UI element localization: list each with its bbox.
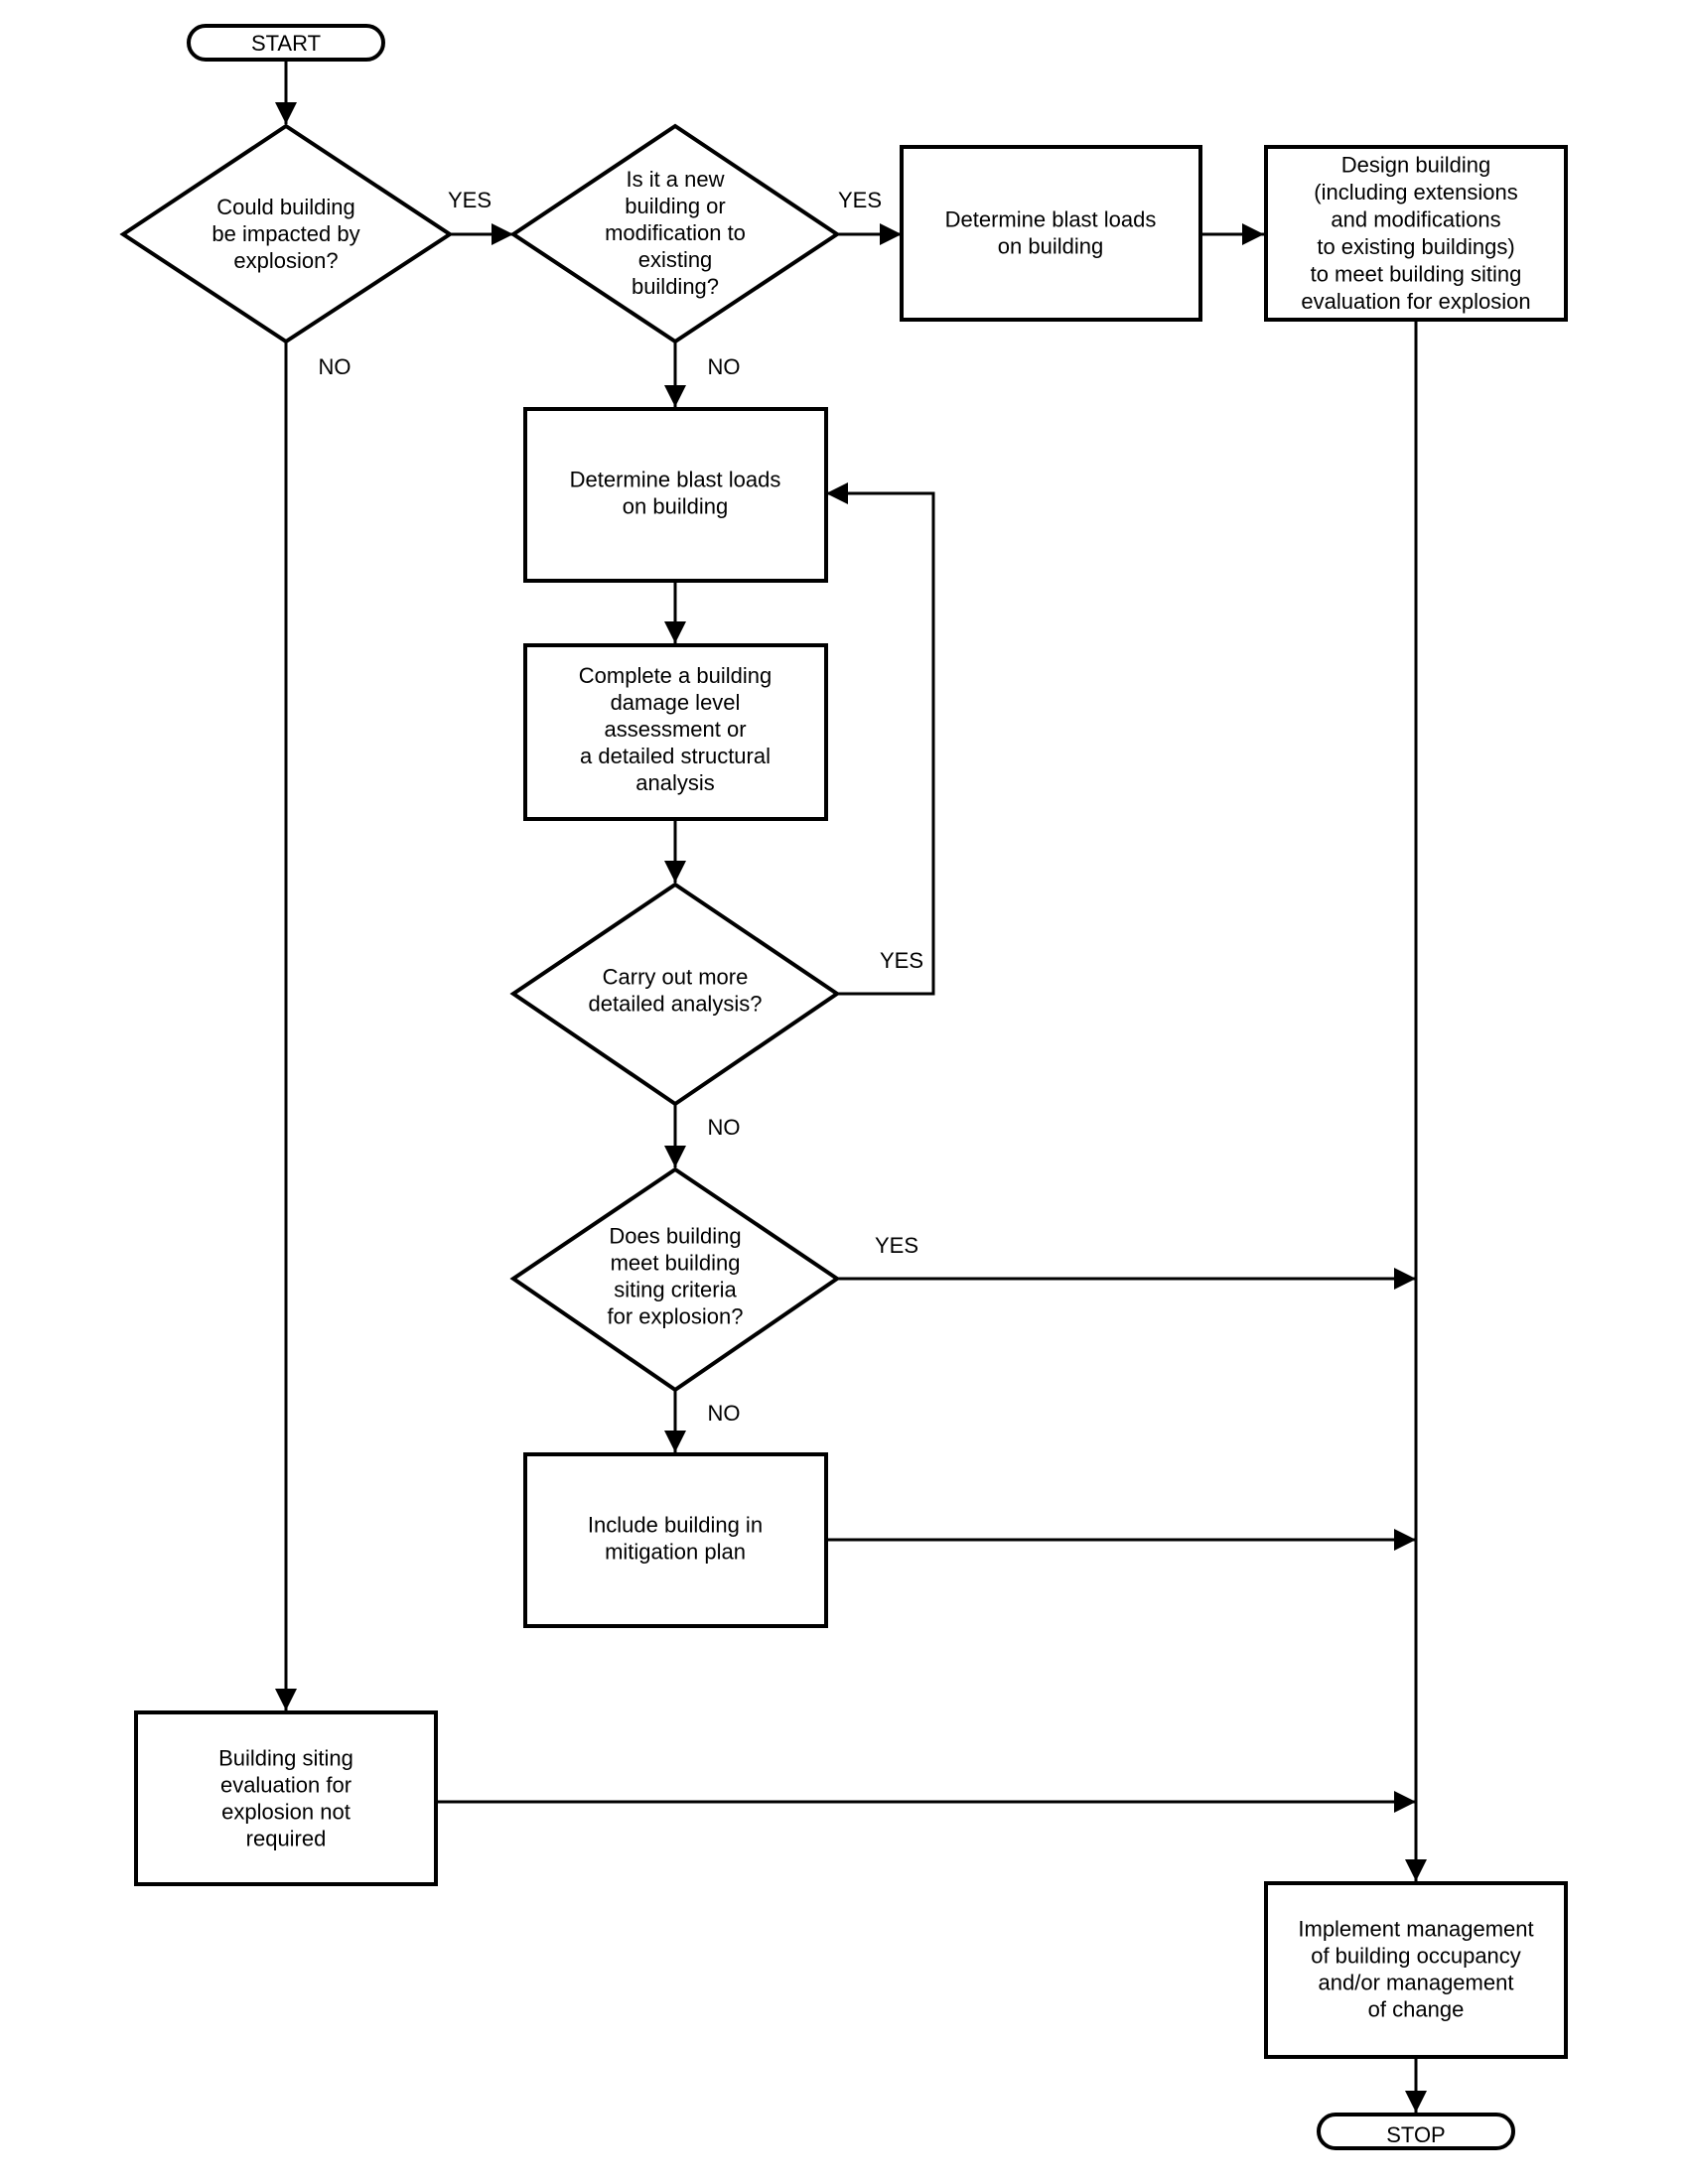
node-text-line: (including extensions (1314, 180, 1517, 205)
connectors (275, 60, 1427, 2113)
node-text-line: explosion not (221, 1800, 351, 1825)
node-text-line: on building (998, 234, 1103, 259)
node-text-line: modification to (605, 220, 746, 245)
node-text-line: Include building in (588, 1513, 763, 1538)
start-terminator (187, 24, 385, 62)
node-text-line: explosion? (233, 248, 338, 273)
node-text-line: Complete a building (579, 663, 772, 688)
node-text-line: damage level (611, 690, 741, 715)
node-text-line: of change (1368, 1997, 1465, 2022)
node-text-line: evaluation for explosion (1301, 289, 1530, 314)
stop-terminator (1317, 2113, 1515, 2150)
node-text-line: and modifications (1331, 206, 1500, 231)
decision-new-or-modification (509, 123, 841, 344)
node-text-line: START (251, 31, 321, 56)
node-text-line: of building occupancy (1311, 1944, 1521, 1969)
node-text-line: existing (638, 247, 713, 272)
no-label-new: NO (708, 354, 741, 379)
node-text-line: Building siting (218, 1746, 353, 1771)
yes-label-new: YES (838, 188, 882, 212)
node-text-line: for explosion? (608, 1304, 744, 1329)
node-text-line: a detailed structural (580, 744, 771, 768)
yes-label-criteria: YES (875, 1233, 918, 1258)
decision-impacted-by-explosion (119, 123, 454, 344)
shapes (119, 24, 1568, 2150)
node-text-line: Could building (216, 195, 354, 219)
process-damage-assessment (523, 643, 828, 821)
node-text-line: to existing buildings) (1317, 234, 1514, 259)
yes-label-impacted: YES (448, 188, 492, 212)
node-text-line: evaluation for (220, 1773, 352, 1798)
node-text-line: Determine blast loads (570, 468, 781, 492)
node-text-line: Does building (609, 1224, 741, 1249)
node-text-line: building or (625, 194, 726, 218)
node-text-line: Design building (1341, 152, 1490, 177)
node-text-line: Carry out more (603, 965, 749, 990)
node-text-line: Implement management (1298, 1917, 1533, 1942)
no-label-impacted: NO (319, 354, 352, 379)
process-determine-blast-loads-existing (523, 407, 828, 583)
node-text-line: STOP (1386, 2122, 1446, 2147)
node-text-line: be impacted by (211, 221, 359, 246)
node-text-line: and/or management (1319, 1971, 1514, 1995)
no-label-more-analysis: NO (708, 1115, 741, 1140)
decision-meets-siting-criteria (509, 1166, 841, 1393)
arrow-more-yes-loop (826, 482, 935, 996)
node-text-line: building? (632, 274, 719, 299)
process-evaluation-not-required (134, 1710, 438, 1886)
yes-label-more-analysis: YES (880, 948, 923, 973)
no-label-criteria: NO (708, 1401, 741, 1426)
node-text-line: meet building (611, 1251, 741, 1276)
node-text-line: Determine blast loads (945, 207, 1157, 232)
node-text-line: to meet building siting (1311, 261, 1522, 286)
node-text-line: required (246, 1827, 327, 1851)
process-determine-blast-loads-new (900, 145, 1202, 322)
start-label: START (251, 31, 321, 56)
process-implement-management (1264, 1881, 1568, 2059)
node-text-line: Is it a new (626, 167, 724, 192)
process-mitigation-plan (523, 1452, 828, 1628)
node-text-line: analysis (635, 770, 714, 795)
node-text-line: assessment or (604, 717, 746, 742)
node-text-line: detailed analysis? (589, 992, 763, 1017)
node-text-line: on building (623, 494, 728, 519)
node-text-line: siting criteria (614, 1278, 737, 1302)
stop-label: STOP (1386, 2122, 1446, 2147)
edge-labels: YES NO YES NO YES NO YES NO (319, 188, 924, 1426)
process-design-building (1264, 145, 1568, 322)
decision-more-detailed-analysis (509, 882, 841, 1107)
node-text-line: mitigation plan (605, 1540, 746, 1565)
